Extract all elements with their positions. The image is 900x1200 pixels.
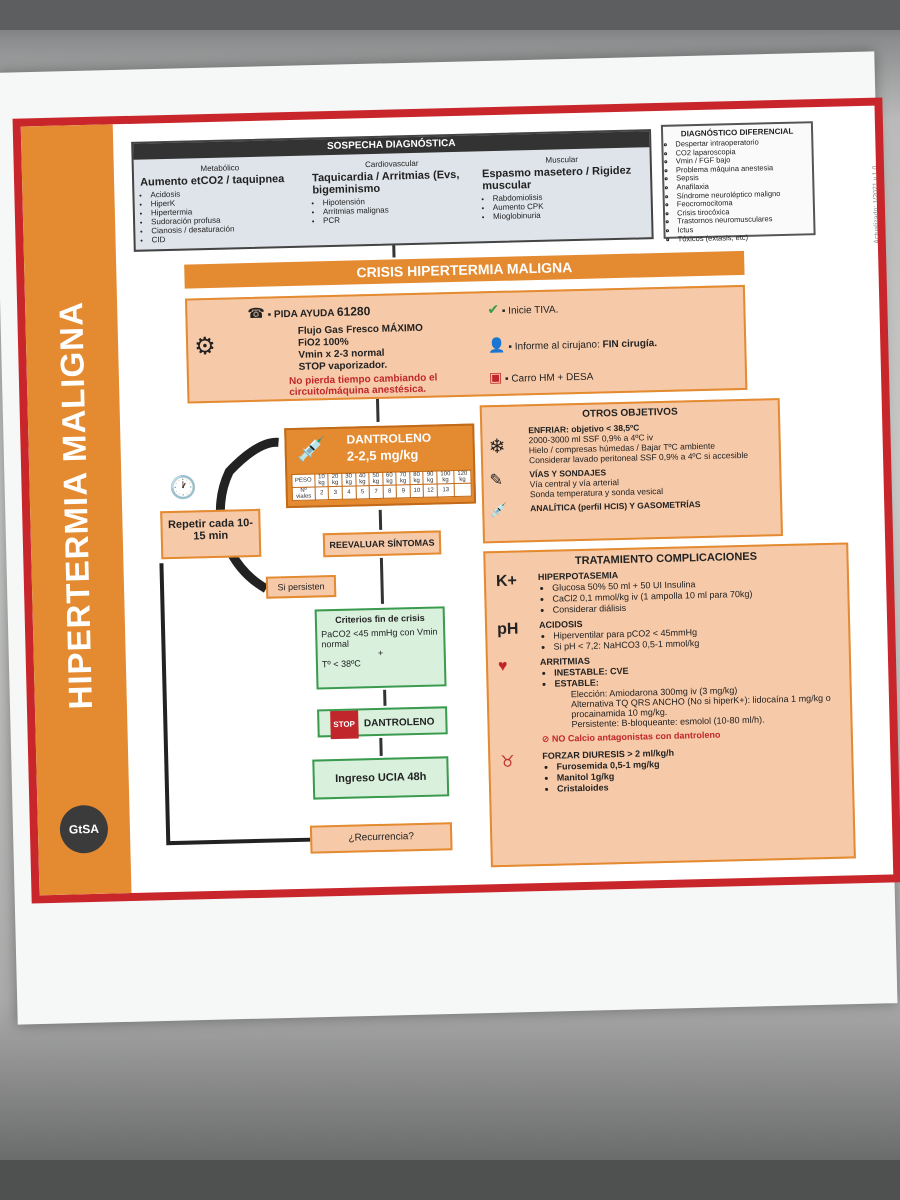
hiperk-section: K+ HIPERPOTASEMIA Glucosa 50% 50 ml + 50…: [492, 565, 842, 618]
clock-icon: 🕐: [169, 474, 198, 501]
table-cell: 5: [355, 485, 370, 499]
dantroleno-title: DANTROLENO: [346, 430, 432, 447]
table-cell: 80 kg: [409, 471, 424, 485]
table-cell: [454, 483, 472, 497]
kidney-icon: ♉: [500, 753, 515, 772]
syringe-icon: 💉: [296, 436, 327, 464]
hiperk-title: HIPERPOTASEMIA: [537, 570, 619, 583]
reevaluar-box: REEVALUAR SÍNTOMAS: [322, 530, 442, 558]
table-cell: 8: [382, 484, 397, 499]
table-cell: 20 kg: [328, 473, 343, 487]
arritmias-title: ARRITMIAS: [539, 655, 591, 668]
table-cell: 9: [396, 484, 411, 498]
table-cell: 120 kg: [453, 470, 472, 484]
repetir-box: Repetir cada 10-15 min: [160, 508, 262, 560]
table-cell: 30 kg: [341, 472, 356, 487]
diuresis-section: ♉ FORZAR DIURESIS > 2 ml/kg/h Furosemida…: [496, 744, 846, 797]
flow-arrows: [159, 245, 396, 846]
si-persisten-box: Si persisten: [265, 574, 337, 599]
sheet-content: HIPERTERMIA MALIGNA GtSA SOSPECHA DIAGNÓ…: [20, 105, 894, 896]
table-cell: 4: [342, 485, 356, 500]
syringe-icon: 💉: [490, 501, 508, 519]
stop-dantroleno-box: STOP DANTROLENO: [317, 706, 448, 740]
table-cell: 90 kg: [423, 470, 438, 485]
table-cell: Nº viales: [292, 486, 316, 501]
table-cell: 40 kg: [355, 472, 370, 486]
acidosis-title: ACIDOSIS: [538, 618, 583, 631]
snowflake-icon: ❄: [488, 435, 506, 459]
enfriar-section: ❄ ENFRIAR: objetivo < 38,5ºC 2000-3000 m…: [488, 419, 773, 466]
table-cell: 100 kg: [436, 470, 455, 484]
analitica-text: ANALÍTICA (perfil HCIS) Y GASOMETRÍAS: [530, 499, 701, 514]
table-cell: 50 kg: [368, 472, 383, 486]
acidosis-section: pH ACIDOSIS Hiperventilar para pCO2 < 45…: [493, 613, 843, 655]
steel-edge-top: [0, 0, 900, 30]
potassium-icon: K+: [495, 572, 518, 591]
catheter-icon: ✎: [489, 471, 504, 490]
stop-label: DANTROLENO: [363, 716, 435, 730]
table-cell: 10: [409, 484, 424, 498]
version-text: Actualizado: 1/2021 v.1.0: [871, 165, 881, 244]
vias-section: ✎ VÍAS Y SONDAJES Vía central y vía arte…: [489, 463, 774, 500]
arritmias-section: ♥ ARRITMIAS INESTABLE: CVE ESTABLE: Elec…: [494, 650, 845, 732]
tratamiento-box: TRATAMIENTO COMPLICACIONES K+ HIPERPOTAS…: [483, 542, 856, 868]
ucia-box: Ingreso UCIA 48h: [312, 756, 450, 800]
stop-sign-icon: STOP: [329, 710, 359, 740]
protocol-sheet: HIPERTERMIA MALIGNA GtSA SOSPECHA DIAGNÓ…: [12, 97, 900, 904]
prohibited-icon: ⊘: [541, 733, 553, 744]
criterio-2: Tº < 38ºC: [321, 658, 361, 670]
recurrencia-box: ¿Recurrencia?: [309, 822, 453, 854]
table-cell: PESO: [291, 473, 315, 488]
dantroleno-dose: 2-2,5 mg/kg: [346, 446, 419, 464]
table-cell: 60 kg: [382, 471, 397, 486]
table-cell: 10 kg: [314, 473, 329, 487]
table-cell: 7: [369, 485, 384, 499]
table-cell: 12: [423, 483, 438, 498]
criterios-title: Criterios fin de crisis: [334, 612, 425, 626]
otros-objetivos-box: OTROS OBJETIVOS ❄ ENFRIAR: objetivo < 38…: [479, 398, 783, 544]
table-cell: 3: [328, 486, 343, 500]
no-calcio-text: NO Calcio antagonistas con dantroleno: [551, 729, 721, 744]
table-cell: 2: [314, 486, 329, 500]
table-cell: 70 kg: [396, 471, 410, 485]
heart-ecg-icon: ♥: [497, 657, 508, 676]
ph-icon: pH: [496, 620, 519, 639]
criterios-box: Criterios fin de crisis PaCO2 <45 mmHg c…: [314, 606, 447, 690]
analitica-row: 💉 ANALÍTICA (perfil HCIS) Y GASOMETRÍAS: [490, 497, 774, 518]
steel-edge-bottom: [0, 1160, 900, 1200]
table-cell: 13: [437, 483, 455, 497]
